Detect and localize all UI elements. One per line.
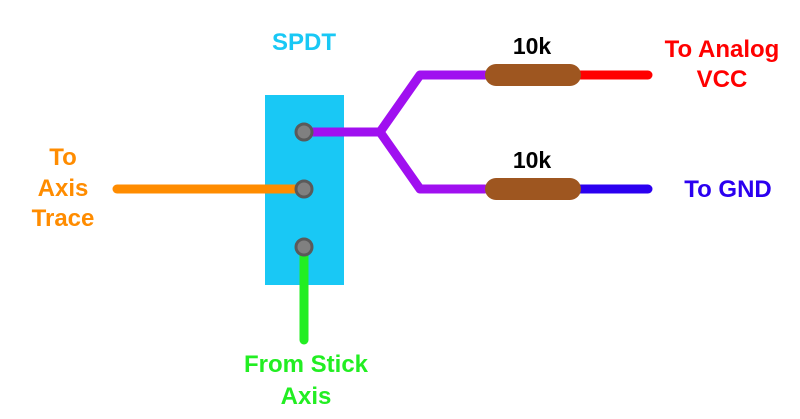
resistor-bottom-label: 10k bbox=[513, 147, 552, 173]
analog-vcc-label: To Analog VCC bbox=[665, 36, 780, 93]
switch-pin-bottom bbox=[294, 237, 314, 257]
switch-pin-middle bbox=[294, 179, 314, 199]
split-wire-lower bbox=[375, 127, 490, 194]
stick-axis-label-line-1: From Stick bbox=[244, 351, 369, 378]
axis-trace-label-line-3: Trace bbox=[32, 205, 95, 232]
gnd-label: To GND bbox=[684, 176, 772, 203]
axis-trace-label-line-1: To bbox=[49, 144, 77, 171]
switch-pin-top bbox=[294, 122, 314, 142]
resistor-top-label: 10k bbox=[513, 33, 552, 59]
axis-trace-label: To Axis Trace bbox=[32, 144, 95, 232]
resistor-bottom bbox=[485, 178, 581, 200]
stick-axis-label-line-2: Axis bbox=[281, 383, 332, 410]
split-wire bbox=[299, 70, 490, 137]
analog-vcc-label-line-2: VCC bbox=[697, 66, 748, 93]
axis-trace-label-line-2: Axis bbox=[38, 175, 89, 202]
gnd-label-line-1: To GND bbox=[684, 176, 772, 203]
stick-axis-label: From Stick Axis bbox=[244, 351, 369, 410]
resistor-top bbox=[485, 64, 581, 86]
analog-vcc-label-line-1: To Analog bbox=[665, 36, 780, 63]
switch-label: SPDT bbox=[272, 29, 336, 56]
